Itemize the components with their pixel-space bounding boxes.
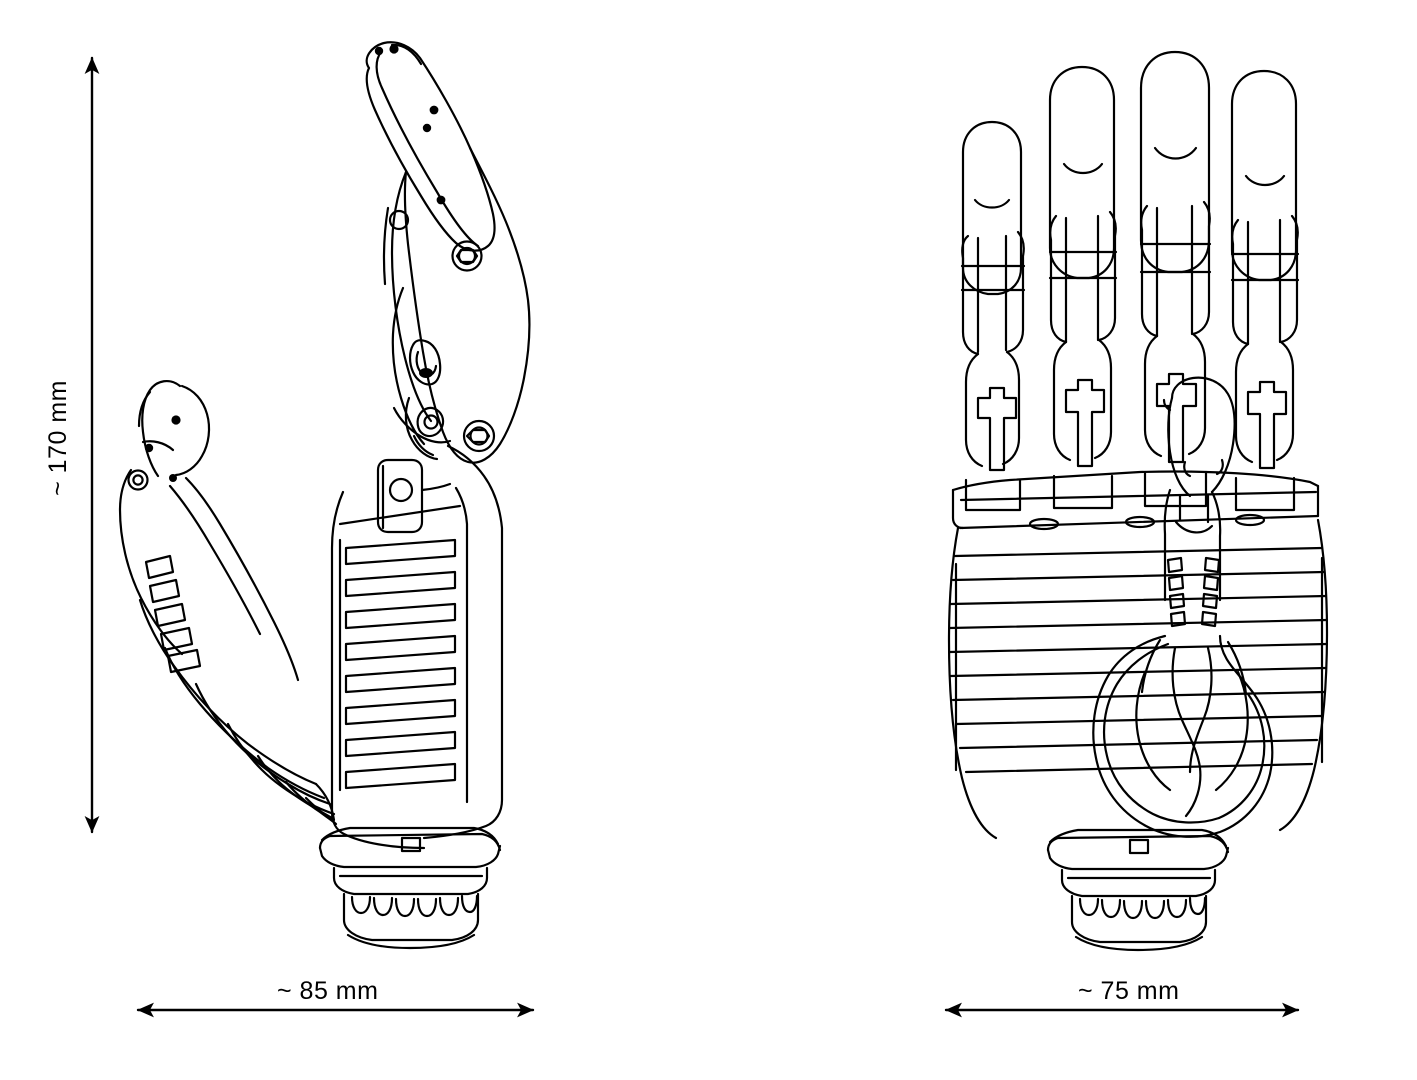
front-width-dimension-label: ~ 75 mm [1078, 977, 1180, 1005]
hand-front-view [947, 50, 1329, 952]
hand-side-view [118, 41, 531, 950]
height-dimension-label: ~ 170 mm [44, 380, 72, 496]
side-width-dimension-label: ~ 85 mm [277, 977, 379, 1005]
dimension-lines [84, 56, 1300, 1018]
